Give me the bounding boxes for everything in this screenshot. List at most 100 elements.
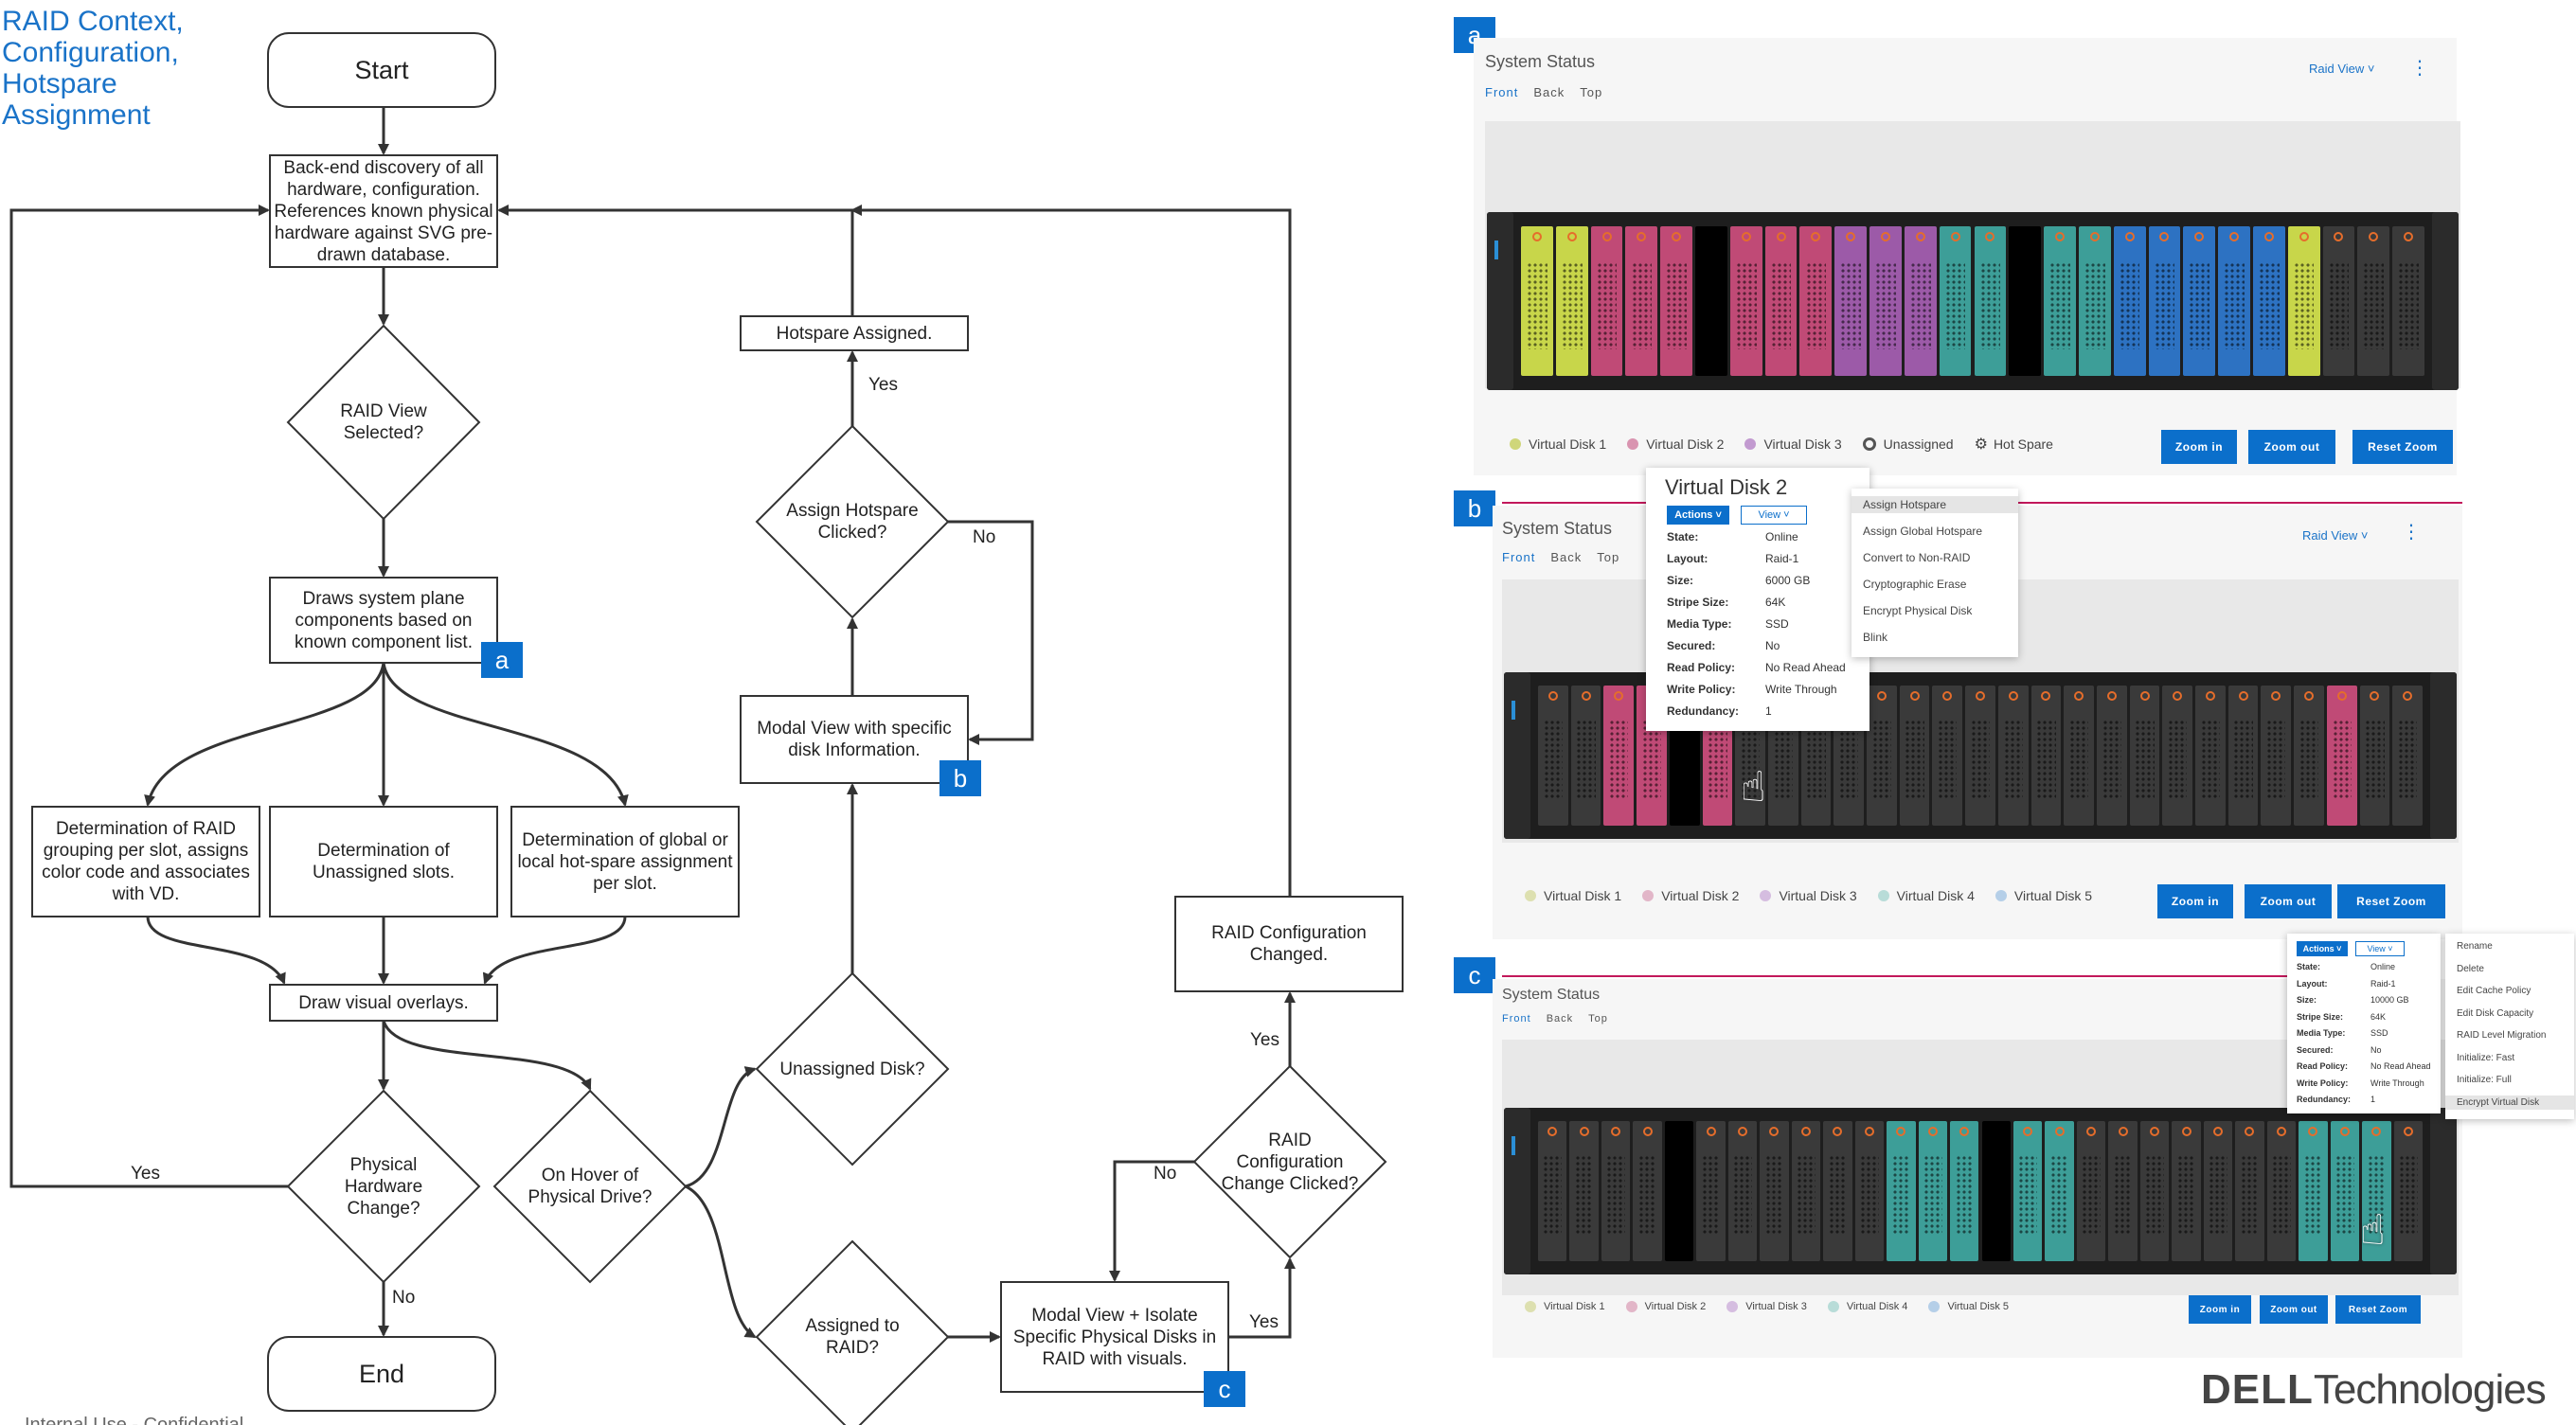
zoom-in-button[interactable]: Zoom in	[2161, 430, 2237, 464]
drive-slot[interactable]	[1932, 686, 1963, 826]
drive-slot[interactable]	[2096, 686, 2127, 826]
drive-slot[interactable]	[2393, 1121, 2423, 1261]
drive-slot[interactable]	[1727, 1121, 1758, 1261]
drive-slot[interactable]	[2172, 1121, 2201, 1261]
drive-slot[interactable]	[2139, 1121, 2170, 1261]
zoom-in-button[interactable]: Zoom in	[2189, 1295, 2251, 1324]
zoom-out-button[interactable]: Zoom out	[2260, 1295, 2328, 1324]
actions-button[interactable]: Actions ˅	[2297, 941, 2348, 956]
drive-slot[interactable]	[1950, 1121, 1979, 1261]
drive-slot[interactable]	[2287, 226, 2320, 376]
drive-slot[interactable]	[2252, 226, 2285, 376]
reset-zoom-button[interactable]: Reset Zoom	[2337, 884, 2445, 918]
drive-slot[interactable]	[2294, 686, 2324, 826]
drive-slot[interactable]	[1760, 1121, 1789, 1261]
drive-slot[interactable]	[2218, 226, 2250, 376]
drive-slot[interactable]	[2183, 226, 2216, 376]
drive-slot[interactable]	[1764, 226, 1798, 376]
drive-slot[interactable]	[2362, 1121, 2391, 1261]
menu-item[interactable]: Delete	[2457, 963, 2484, 974]
drive-slot[interactable]	[1899, 686, 1930, 826]
menu-item[interactable]: Encrypt Virtual Disk	[2445, 1095, 2574, 1110]
drive-slot[interactable]	[2266, 1121, 2297, 1261]
drive-slot[interactable]	[2359, 686, 2390, 826]
drive-slot[interactable]	[1791, 1121, 1821, 1261]
tab-top[interactable]: Top	[1580, 85, 1603, 99]
drive-slot[interactable]	[1590, 226, 1623, 376]
drive-slot[interactable]	[1538, 686, 1568, 826]
drive-slot[interactable]	[1834, 226, 1868, 376]
drive-slot[interactable]	[1869, 226, 1902, 376]
drive-slot[interactable]	[2357, 226, 2390, 376]
drive-slot[interactable]	[1823, 1121, 1852, 1261]
drive-slot[interactable]	[1633, 1121, 1662, 1261]
drive-slot[interactable]	[2227, 686, 2259, 826]
kebab-menu-icon[interactable]: ⋮	[2410, 58, 2429, 79]
drive-slot[interactable]	[2195, 686, 2226, 826]
drive-slot[interactable]	[1569, 1121, 1599, 1261]
menu-item[interactable]: Initialize: Full	[2457, 1075, 2512, 1085]
tab-front[interactable]: Front	[1502, 1013, 1531, 1024]
drive-slot[interactable]	[1939, 226, 1972, 376]
menu-item[interactable]: Edit Cache Policy	[2457, 986, 2531, 996]
menu-item[interactable]: Initialize: Fast	[2457, 1052, 2515, 1063]
drive-slot[interactable]	[2129, 686, 2160, 826]
drive-slot[interactable]	[1854, 1121, 1885, 1261]
drive-slot[interactable]	[2064, 686, 2094, 826]
menu-item[interactable]: Cryptographic Erase	[1863, 578, 1967, 591]
drive-slot[interactable]	[2078, 226, 2111, 376]
drive-slot[interactable]	[1601, 1121, 1631, 1261]
drive-slot[interactable]	[2235, 1121, 2264, 1261]
menu-item[interactable]: Rename	[2457, 941, 2493, 952]
zoom-out-button[interactable]: Zoom out	[2248, 430, 2335, 464]
raid-view-dropdown[interactable]: Raid View ˅	[2302, 528, 2369, 543]
drive-slot[interactable]	[1997, 686, 2029, 826]
menu-item[interactable]: Blink	[1863, 631, 1888, 644]
drive-slot[interactable]	[2113, 226, 2146, 376]
drive-slot[interactable]	[1729, 226, 1762, 376]
drive-slot[interactable]	[2148, 226, 2181, 376]
drive-slot[interactable]	[2108, 1121, 2138, 1261]
tab-top[interactable]: Top	[1588, 1013, 1608, 1024]
drive-slot[interactable]	[1974, 226, 2007, 376]
drive-slot[interactable]	[2261, 686, 2292, 826]
drive-slot[interactable]	[2030, 686, 2062, 826]
drive-slot[interactable]	[1570, 686, 1601, 826]
menu-item[interactable]: Edit Disk Capacity	[2457, 1007, 2534, 1019]
drive-slot[interactable]	[2044, 226, 2076, 376]
tab-front[interactable]: Front	[1502, 550, 1536, 564]
menu-item[interactable]: RAID Level Migration	[2457, 1030, 2547, 1041]
drive-slot[interactable]	[2045, 1121, 2074, 1261]
tab-back[interactable]: Back	[1550, 550, 1583, 564]
raid-view-dropdown[interactable]: Raid View ˅	[2309, 62, 2375, 76]
tab-back[interactable]: Back	[1533, 85, 1565, 99]
drive-slot[interactable]	[1799, 226, 1833, 376]
drive-slot[interactable]	[1521, 226, 1553, 376]
view-button[interactable]: View ˅	[1741, 506, 1807, 525]
drive-slot[interactable]	[1918, 1121, 1948, 1261]
drive-slot[interactable]	[1887, 1121, 1916, 1261]
kebab-menu-icon[interactable]: ⋮	[2402, 522, 2421, 543]
menu-item[interactable]: Assign Global Hotspare	[1863, 525, 1983, 538]
drive-slot[interactable]	[1625, 226, 1658, 376]
tab-back[interactable]: Back	[1546, 1013, 1574, 1024]
drive-slot[interactable]	[1696, 1121, 1726, 1261]
drive-slot[interactable]	[2012, 1121, 2043, 1261]
zoom-in-button[interactable]: Zoom in	[2157, 884, 2233, 918]
menu-item[interactable]: Encrypt Physical Disk	[1863, 604, 1973, 617]
drive-slot[interactable]	[2392, 686, 2423, 826]
drive-slot[interactable]	[2299, 1121, 2328, 1261]
drive-slot[interactable]	[1660, 226, 1693, 376]
drive-slot[interactable]	[2203, 1121, 2233, 1261]
drive-slot[interactable]	[1965, 686, 1995, 826]
drive-slot[interactable]	[2322, 226, 2355, 376]
drive-slot[interactable]	[2162, 686, 2193, 826]
drive-slot[interactable]	[2330, 1121, 2360, 1261]
drive-slot[interactable]	[1867, 686, 1897, 826]
drive-slot[interactable]	[1603, 686, 1635, 826]
reset-zoom-button[interactable]: Reset Zoom	[2335, 1295, 2421, 1324]
menu-item[interactable]: Convert to Non-RAID	[1863, 551, 1971, 564]
actions-button[interactable]: Actions ˅	[1667, 506, 1729, 525]
drive-slot[interactable]	[1555, 226, 1588, 376]
tab-front[interactable]: Front	[1485, 85, 1519, 99]
